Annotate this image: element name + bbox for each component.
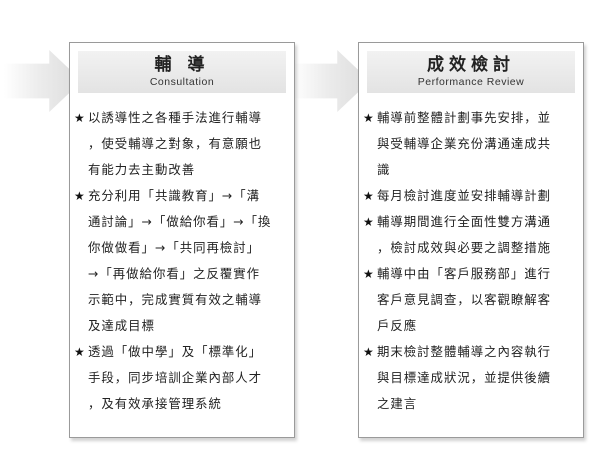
list-item: ★ 以誘導性之各種手法進行輔導 ，使受輔導之對象，有意願也 有能力去主動改善: [74, 105, 290, 183]
panel-subtitle: Performance Review: [417, 76, 525, 88]
star-bullet-icon: ★: [363, 215, 374, 229]
performance-review-list: ★ 輔導前整體計劃事先安排，並 與受輔導企業充份溝通達成共 識 ★ 每月檢討進度…: [363, 105, 579, 417]
list-item: ★ 充分利用「共識教育」→「溝 通討論」→「做給你看」→「換 你做做看」→「共同…: [74, 183, 290, 339]
star-bullet-icon: ★: [74, 189, 85, 203]
list-item-text: 每月檢討進度並安排輔導計劃: [377, 188, 552, 203]
list-item: ★ 輔導中由「客戶服務部」進行 客戶意見調查，以客觀瞭解客 戶反應: [363, 261, 579, 339]
list-item-text: 輔導期間進行全面性雙方溝通 ，檢討成效與必要之調整措施: [377, 214, 552, 255]
star-bullet-icon: ★: [363, 345, 374, 359]
list-item-text: 透過「做中學」及「標準化」 手段，同步培訓企業內部人才 ，及有效承接管理系統: [88, 344, 263, 411]
list-item: ★ 透過「做中學」及「標準化」 手段，同步培訓企業內部人才 ，及有效承接管理系統: [74, 339, 290, 417]
panel-title: 輔 導: [154, 55, 210, 75]
star-bullet-icon: ★: [363, 189, 374, 203]
consultation-panel: 輔 導 Consultation ★ 以誘導性之各種手法進行輔導 ，使受輔導之對…: [69, 42, 295, 438]
list-item: ★ 每月檢討進度並安排輔導計劃: [363, 183, 579, 209]
panel-header: 輔 導 Consultation: [78, 51, 286, 93]
consultation-list: ★ 以誘導性之各種手法進行輔導 ，使受輔導之對象，有意願也 有能力去主動改善 ★…: [74, 105, 290, 417]
list-item: ★ 輔導前整體計劃事先安排，並 與受輔導企業充份溝通達成共 識: [363, 105, 579, 183]
list-item: ★ 輔導期間進行全面性雙方溝通 ，檢討成效與必要之調整措施: [363, 209, 579, 261]
list-item-text: 輔導前整體計劃事先安排，並 與受輔導企業充份溝通達成共 識: [377, 110, 552, 177]
list-item-text: 期末檢討整體輔導之內容執行 與目標達成狀況，並提供後續 之建言: [377, 344, 552, 411]
star-bullet-icon: ★: [363, 111, 374, 125]
list-item-text: 以誘導性之各種手法進行輔導 ，使受輔導之對象，有意願也 有能力去主動改善: [88, 110, 263, 177]
star-bullet-icon: ★: [74, 345, 85, 359]
list-item-text: 輔導中由「客戶服務部」進行 客戶意見調查，以客觀瞭解客 戶反應: [377, 266, 552, 333]
list-item-text: 充分利用「共識教育」→「溝 通討論」→「做給你看」→「換 你做做看」→「共同再檢…: [88, 188, 272, 333]
panel-subtitle: Consultation: [149, 76, 215, 88]
panel-title: 成效檢討: [427, 55, 515, 75]
list-item: ★ 期末檢討整體輔導之內容執行 與目標達成狀況，並提供後續 之建言: [363, 339, 579, 417]
performance-review-panel: 成效檢討 Performance Review ★ 輔導前整體計劃事先安排，並 …: [358, 42, 584, 438]
star-bullet-icon: ★: [363, 267, 374, 281]
panel-header: 成效檢討 Performance Review: [367, 51, 575, 93]
star-bullet-icon: ★: [74, 111, 85, 125]
